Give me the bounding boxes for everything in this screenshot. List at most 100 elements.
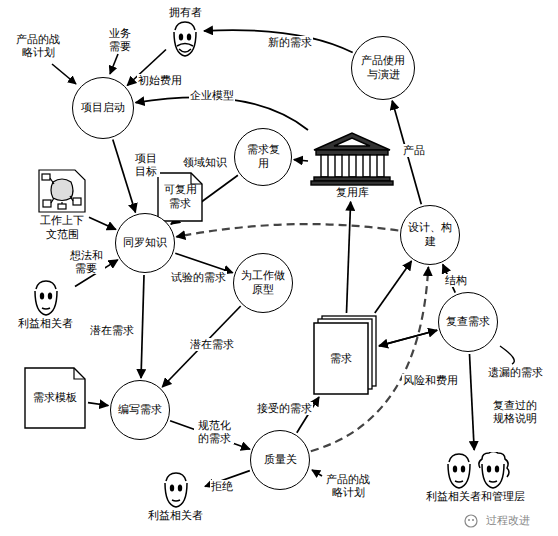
icon-stroke bbox=[311, 133, 393, 185]
icon-stroke bbox=[169, 484, 173, 491]
watermark: 过程改进 bbox=[485, 514, 531, 527]
person-icon: 利益相关者和管理层 bbox=[426, 452, 525, 504]
icon-stroke bbox=[452, 465, 456, 472]
icon-stroke bbox=[486, 465, 490, 472]
connector bbox=[379, 330, 437, 346]
document-shape: 需求 bbox=[313, 315, 377, 395]
icon-stroke bbox=[172, 500, 180, 501]
process-circle: 复查需求 bbox=[438, 292, 498, 352]
icon-stroke bbox=[42, 308, 50, 309]
edge-label: 风险和费用 bbox=[402, 374, 459, 387]
note-label: 产品的战略计划 bbox=[13, 33, 63, 58]
process-circle: 设计、构建 bbox=[400, 205, 460, 265]
leader-line bbox=[500, 346, 514, 364]
edge-label: 初始费用 bbox=[137, 74, 183, 87]
node-text: 可复用需求 bbox=[162, 183, 198, 211]
process-circle: 同罗知识 bbox=[115, 213, 175, 273]
edge-label: 想法和需要 bbox=[67, 249, 105, 274]
icon-stroke bbox=[42, 174, 50, 180]
edge-label: 拒绝 bbox=[210, 480, 234, 493]
note-label: 遗漏的需求 bbox=[487, 366, 544, 379]
icon-stroke bbox=[43, 200, 51, 207]
icon-stroke bbox=[377, 155, 384, 177]
icon-stroke bbox=[494, 465, 498, 472]
node-text: 同罗知识 bbox=[123, 236, 167, 250]
watermark-icon bbox=[468, 519, 470, 521]
node-text: 工作上下文范围 bbox=[38, 214, 86, 242]
icon-stroke bbox=[174, 32, 196, 56]
icon-stroke bbox=[47, 292, 51, 299]
edge-label: 试验的需求 bbox=[170, 271, 227, 284]
icon-stroke bbox=[448, 464, 470, 488]
node-text: 利益相关者 bbox=[148, 509, 203, 523]
icon bbox=[440, 452, 512, 490]
icon-stroke bbox=[177, 43, 193, 52]
note-label: 产品的战略计划 bbox=[323, 473, 373, 498]
document-shape: 需求模板 bbox=[24, 367, 86, 429]
edge-label: 规范化的需求 bbox=[194, 419, 234, 444]
node-text: 为工作做原型 bbox=[241, 269, 285, 297]
edge-label: 领域知识 bbox=[182, 156, 228, 169]
edge-label: 企业模型 bbox=[189, 89, 235, 102]
icon-stroke bbox=[449, 454, 469, 462]
icon-stroke bbox=[35, 281, 57, 315]
icon-stroke bbox=[316, 150, 388, 155]
icon-stroke bbox=[187, 33, 191, 40]
icon-stroke bbox=[73, 198, 81, 205]
icon-stroke bbox=[334, 138, 370, 146]
process-circle: 需求复用 bbox=[234, 128, 292, 186]
connector bbox=[88, 403, 108, 406]
icon-stroke bbox=[51, 179, 73, 201]
process-circle: 项目启动 bbox=[72, 77, 134, 139]
document-fold bbox=[74, 368, 85, 379]
icon-stroke bbox=[58, 204, 66, 209]
process-circle: 编写需求 bbox=[110, 380, 170, 440]
icon-stroke bbox=[311, 181, 393, 185]
node-text: 项目启动 bbox=[81, 101, 125, 115]
icon-stroke bbox=[455, 481, 463, 482]
icon-stroke bbox=[35, 291, 57, 315]
document-sheet bbox=[314, 323, 368, 394]
edge-label: 产品 bbox=[402, 144, 426, 157]
dashed-connector bbox=[176, 224, 398, 237]
icon-stroke bbox=[321, 155, 328, 177]
process-circle: 质量关 bbox=[250, 430, 310, 490]
edge-label: 复查过的规格说明 bbox=[490, 399, 540, 424]
node-text: 需求 bbox=[330, 352, 352, 366]
watermark-icon bbox=[472, 519, 474, 521]
node-text: 质量关 bbox=[264, 453, 297, 467]
icon-stroke bbox=[448, 454, 470, 488]
process-circle: 产品使用与演进 bbox=[351, 36, 415, 100]
node-text: 拥有者 bbox=[169, 6, 202, 20]
leader-arrow bbox=[110, 54, 118, 74]
node-text: 复查需求 bbox=[446, 315, 490, 329]
edge-label: 新的需求 bbox=[267, 36, 313, 49]
edge-label: 接受的需求 bbox=[256, 402, 313, 415]
node-text: 利益相关者和管理层 bbox=[426, 490, 525, 504]
person-icon: 利益相关者 bbox=[18, 279, 73, 331]
edge-label: 潜在需求 bbox=[189, 338, 235, 351]
icon-stroke bbox=[166, 473, 186, 481]
icon-stroke bbox=[489, 481, 497, 482]
icon-stroke bbox=[165, 473, 187, 507]
connector bbox=[470, 354, 475, 450]
icon-stroke bbox=[165, 483, 187, 507]
leader-arrow bbox=[312, 470, 322, 476]
icon-stroke bbox=[335, 155, 342, 177]
document-sheet bbox=[25, 368, 85, 428]
node-text: 利益相关者 bbox=[18, 317, 73, 331]
node-text: 编写需求 bbox=[118, 403, 162, 417]
connector bbox=[89, 217, 116, 229]
icon bbox=[29, 279, 63, 317]
connector bbox=[162, 306, 240, 387]
document-sheet bbox=[158, 173, 202, 221]
icon-stroke bbox=[482, 464, 504, 488]
icon-stroke bbox=[39, 170, 85, 212]
watermark-icon bbox=[465, 515, 477, 527]
document-fold bbox=[191, 173, 202, 184]
edge-label: 结构 bbox=[444, 274, 468, 287]
icon-stroke bbox=[36, 281, 56, 289]
connector bbox=[141, 275, 144, 378]
node-text: 设计、构建 bbox=[408, 221, 452, 249]
connector bbox=[379, 330, 437, 346]
